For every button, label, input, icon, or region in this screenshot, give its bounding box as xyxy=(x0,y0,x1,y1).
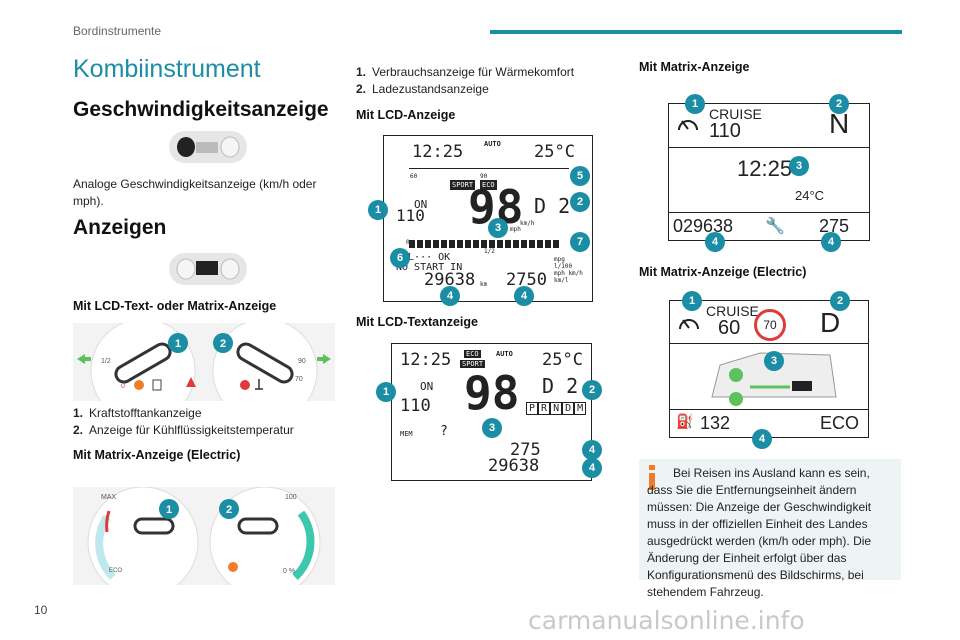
speed-limit-sign: 70 xyxy=(754,309,786,341)
lcd-trip: 2750 xyxy=(506,270,547,290)
watermark: carmanualsonline.info xyxy=(528,606,805,635)
lcdtext-prnd: P R N D M xyxy=(526,402,587,415)
cluster-icon xyxy=(169,131,247,163)
lcd-matrix-subheading: Mit LCD-Text- oder Matrix-Anzeige xyxy=(73,299,277,313)
list-item: 1.Kraftstofftankanzeige xyxy=(73,406,202,420)
lcd-nostart: NO START IN xyxy=(396,262,463,273)
svg-text:1: 1 xyxy=(175,338,181,350)
lcdtext-trip: 275 xyxy=(510,440,541,460)
gauge-list: 1.Kraftstofftankanzeige 2.Anzeige für Kü… xyxy=(73,405,294,439)
anzeigen-heading: Anzeigen xyxy=(73,216,167,239)
lcd-fuel-bar xyxy=(409,240,559,248)
cluster-icon xyxy=(169,253,247,285)
breadcrumb: Bordinstrumente xyxy=(73,24,162,38)
ev-eco-label: ECO xyxy=(109,568,122,574)
list-item: 1.Verbrauchsanzeige für Wärmekomfort xyxy=(356,65,575,79)
speedometer-icon xyxy=(678,120,698,131)
info-box: Bei Reisen ins Ausland kann es sein, das… xyxy=(639,459,901,599)
lcd-time: 12:25 xyxy=(412,142,464,162)
svg-text:2: 2 xyxy=(220,338,226,350)
matrix-subheading: Mit Matrix-Anzeige xyxy=(639,60,750,74)
lcdtext-speed: 98 xyxy=(464,366,520,420)
lcdtext-gear: D 2 xyxy=(542,374,579,398)
fuel-pump-icon: ⛽ xyxy=(676,413,694,429)
gauge-half-label: 1/2 xyxy=(101,358,111,365)
header-accent-bar xyxy=(490,30,902,34)
electric-cruise-speed: 60 xyxy=(718,317,741,339)
lcdtext-odo: 29638 xyxy=(488,456,540,476)
info-icon xyxy=(649,465,655,491)
lcdtext-subheading: Mit LCD-Textanzeige xyxy=(356,315,478,329)
lcdtext-temp: 25°C xyxy=(542,350,583,370)
lcd-temp: 25°C xyxy=(534,142,575,162)
svg-text:1: 1 xyxy=(166,504,172,516)
matrix-odo: 029638 xyxy=(673,216,734,236)
lcd-odo: 29638 xyxy=(424,270,476,290)
lcd-eco: ECO xyxy=(480,180,497,190)
matrix-electric-subheading-2: Mit Matrix-Anzeige (Electric) xyxy=(639,265,807,279)
matrix-time: 12:25 xyxy=(737,156,793,181)
speed-heading: Geschwindigkeitsanzeige xyxy=(73,98,329,121)
list-item: 2.Ladezustandsanzeige xyxy=(356,82,489,96)
ev-max-label: MAX xyxy=(101,494,117,501)
lcd-subheading: Mit LCD-Anzeige xyxy=(356,108,456,122)
lcd-display: 12:25 AUTO 25°C 60 90 SPORT ECO ON 110 9… xyxy=(368,135,593,306)
lcdtext-display: 12:25 ECO SPORT AUTO 25°C ON 110 98 D 2 … xyxy=(376,343,602,481)
ev-zero-label: 0 % xyxy=(283,568,295,575)
lcd-scale xyxy=(409,168,569,174)
lcdtext-time: 12:25 xyxy=(400,350,452,370)
matrix-range: 275 xyxy=(819,216,850,236)
car-icon xyxy=(711,352,837,406)
info-text: Bei Reisen ins Ausland kann es sein, das… xyxy=(647,466,872,599)
speed-description: Analoge Geschwindigkeitsanzeige (km/h od… xyxy=(73,177,317,208)
lcd-cruise-speed: 110 xyxy=(396,206,425,225)
matrix-gear: N xyxy=(829,108,850,139)
lcdtext-cruise: 110 xyxy=(400,396,431,416)
ev-100-label: 100 xyxy=(285,494,297,501)
speedometer-icon xyxy=(679,319,699,330)
electric-mode: ECO xyxy=(820,413,860,433)
lcd-auto: AUTO xyxy=(484,140,501,148)
electric-matrix-display: CRUISE 60 70 D ⛽ 132 ECO 1 2 3 4 xyxy=(669,291,869,449)
page-title: Kombiinstrument xyxy=(73,55,261,83)
matrix-temp: 24°C xyxy=(795,188,825,203)
page-number: 10 xyxy=(34,603,48,617)
fuel-temp-gauges: 1 2 1/2 0 90 70 xyxy=(73,323,335,401)
matrix-cruise-speed: 110 xyxy=(709,120,741,142)
lcd-on: ON xyxy=(414,198,428,211)
lcd-gear: D 2 xyxy=(534,194,571,218)
electric-gear: D xyxy=(820,307,841,338)
svg-text:2: 2 xyxy=(226,504,232,516)
gauge-zero-label: 0 xyxy=(121,383,125,390)
matrix-electric-subheading: Mit Matrix-Anzeige (Electric) xyxy=(73,448,241,462)
lcd-oil: OIL··· OK xyxy=(396,252,451,263)
ev-gauges: 1 2 MAX 100 ECO 0 % xyxy=(73,487,335,585)
lcd-sport: SPORT xyxy=(450,180,476,190)
wrench-icon: 🔧 xyxy=(765,218,785,235)
gauge-70-label: 70 xyxy=(295,376,303,383)
electric-range: 132 xyxy=(700,413,731,433)
matrix-display: CRUISE 110 N 12:25 24°C 029638 🔧 275 1 2… xyxy=(668,94,870,252)
ev-list: 1.Verbrauchsanzeige für Wärmekomfort 2.L… xyxy=(356,64,574,98)
list-item: 2.Anzeige für Kühlflüssigkeitstemperatur xyxy=(73,423,294,437)
gauge-90-label: 90 xyxy=(298,358,306,365)
